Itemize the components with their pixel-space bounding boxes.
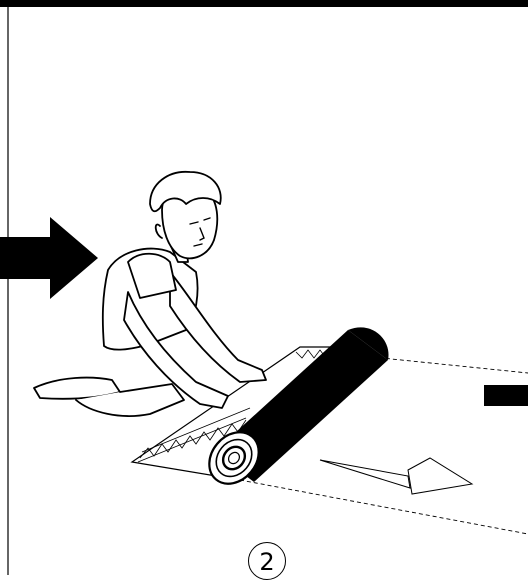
person-figure bbox=[34, 172, 266, 416]
roll-direction-arrow-icon bbox=[320, 458, 472, 494]
top-frame-bar bbox=[0, 0, 528, 7]
arrow-right-icon bbox=[0, 217, 98, 299]
step-number: 2 bbox=[259, 548, 274, 576]
step-number-badge: 2 bbox=[248, 542, 286, 580]
arrow-right-icon bbox=[484, 385, 528, 406]
